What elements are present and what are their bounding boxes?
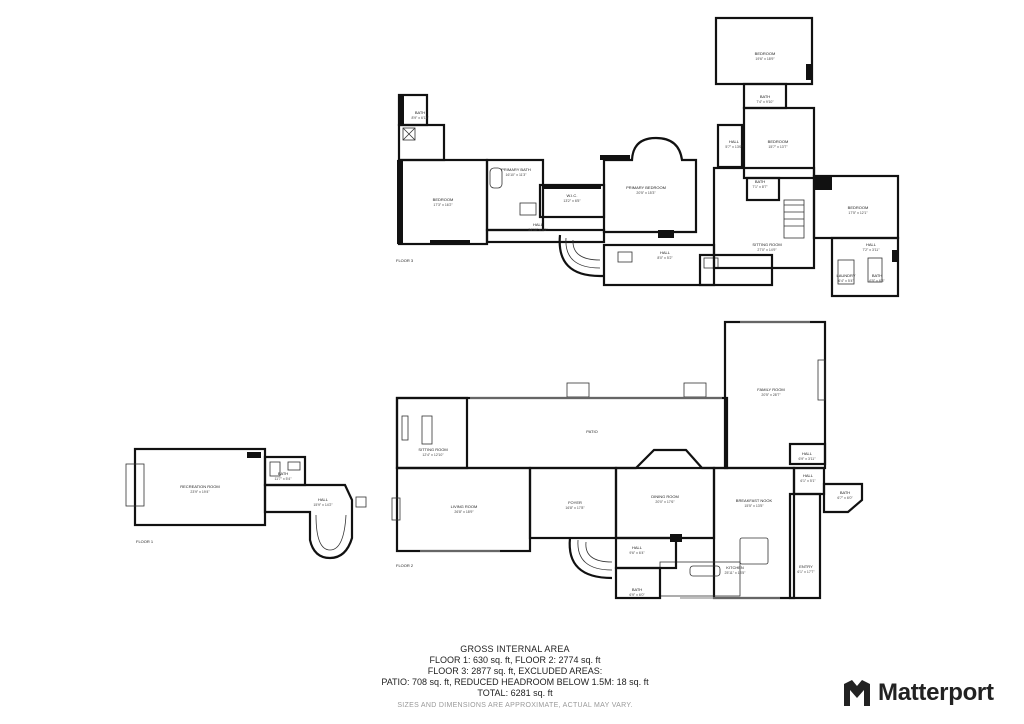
room-dims: 7'4" x 9'10" <box>756 100 774 104</box>
room-dims: 15'5" x 13'5" <box>744 504 764 508</box>
room-dims: 8'0" x 5'2" <box>657 256 673 260</box>
room-label: BREAKFAST NOOK <box>736 498 773 503</box>
room-dims: 20'5" x 28'7" <box>761 393 781 397</box>
summary-title: GROSS INTERNAL AREA <box>460 644 570 654</box>
floor-1-room-labels: RECREATION ROOM 23'9" x 19'4" BATH 11'7"… <box>180 471 333 507</box>
room-label: BEDROOM <box>848 205 869 210</box>
room-dims: 6'4" x 5'4" <box>838 279 854 283</box>
room-label: DINING ROOM <box>651 494 679 499</box>
room-dims: 7'2" x 3'11" <box>863 248 881 252</box>
room-dims: 12'4" x 12'10" <box>422 453 444 457</box>
room-label: LIVING ROOM <box>451 504 478 509</box>
room-label: BATH <box>632 587 642 592</box>
room-label: BATH <box>278 471 288 476</box>
floor-2-plan: FLOOR 2 <box>391 320 864 600</box>
floor-3-label: FLOOR 3 <box>396 258 414 263</box>
floor-2-room-labels: PATIO SITTING ROOM 12'4" x 12'10" LIVING… <box>418 387 853 597</box>
room-dims: 9'6" x 6'4" <box>629 551 645 555</box>
room-dims: 16'8" x 17'8" <box>565 506 585 510</box>
room-dims: 17'5" x 12'1" <box>848 211 868 215</box>
summary-line-3: PATIO: 708 sq. ft, REDUCED HEADROOM BELO… <box>381 677 649 687</box>
room-label: FAMILY ROOM <box>757 387 784 392</box>
floor-1-label: FLOOR 1 <box>136 539 154 544</box>
room-label: ENTRY <box>799 564 813 569</box>
room-dims: 7'1" x 8'7" <box>752 185 768 189</box>
floor-3-room-labels: BEDROOM 19'6" x 18'9" BATH 7'4" x 9'10" … <box>412 51 886 283</box>
room-dims: 17'3" x 16'2" <box>433 203 453 207</box>
room-label: BATH <box>415 110 425 115</box>
room-dims: 8'9" x 6'11" <box>412 116 430 120</box>
room-dims: 23'9" x 19'4" <box>190 490 210 494</box>
matterport-logo-icon <box>844 680 870 706</box>
room-label: HALL <box>729 139 740 144</box>
room-dims: 26'8" x 18'9" <box>454 510 474 514</box>
room-label: HALL <box>318 497 329 502</box>
room-label: HALL <box>660 250 671 255</box>
room-dims: 13'2" x 6'5" <box>563 199 581 203</box>
room-dims: 5'7" x 13'6" <box>725 145 743 149</box>
room-dims: 11'7" x 5'4" <box>275 477 293 481</box>
room-label: LAUNDRY <box>836 273 855 278</box>
room-dims: 25'11" x 13'5" <box>725 571 747 575</box>
room-dims: 6'7" x 6'0" <box>837 496 853 500</box>
room-label: BEDROOM <box>768 139 789 144</box>
room-dims: 6'5" x 6'3" <box>869 279 885 283</box>
brand-name: Matterport <box>878 679 994 706</box>
room-label: BEDROOM <box>755 51 776 56</box>
room-dims: 6'9" x 3'11" <box>799 457 817 461</box>
room-label: BATH <box>760 94 770 99</box>
room-label: HALL <box>803 473 814 478</box>
room-label: PATIO <box>586 429 597 434</box>
summary-total: TOTAL: 6281 sq. ft <box>477 688 553 698</box>
room-dims: 24'10" x 4'2" <box>528 228 548 232</box>
room-label: SITTING ROOM <box>418 447 447 452</box>
room-label: BEDROOM <box>433 197 454 202</box>
room-label: HALL <box>533 222 544 227</box>
room-dims: 19'6" x 18'9" <box>755 57 775 61</box>
room-dims: 20'0" x 17'6" <box>655 500 675 504</box>
floor-3-plan: FLOOR 3 <box>396 16 900 298</box>
room-label: HALL <box>866 242 877 247</box>
room-label: HALL <box>632 545 643 550</box>
room-label: KITCHEN <box>726 565 744 570</box>
floor-2-label: FLOOR 2 <box>396 563 414 568</box>
room-dims: 15'9" x 14'2" <box>313 503 333 507</box>
room-label: BATH <box>872 273 882 278</box>
room-dims: 6'1" x 5'1" <box>800 479 816 483</box>
room-label: PRIMARY BATH <box>501 167 531 172</box>
room-dims: 16'10" x 11'3" <box>506 173 528 177</box>
room-label: HALL <box>802 451 813 456</box>
room-label: FOYER <box>568 500 582 505</box>
summary-line-1: FLOOR 1: 630 sq. ft, FLOOR 2: 2774 sq. f… <box>429 655 601 665</box>
summary-disclaimer: SIZES AND DIMENSIONS ARE APPROXIMATE, AC… <box>397 702 633 709</box>
floor-1-plan: FLOOR 1 <box>125 447 367 560</box>
room-label: W.I.C. <box>567 193 578 198</box>
room-dims: 6'1" x 17'7" <box>797 570 815 574</box>
room-label: SITTING ROOM <box>752 242 781 247</box>
summary-line-2: FLOOR 3: 2877 sq. ft, EXCLUDED AREAS: <box>427 666 603 676</box>
gross-internal-area-summary: GROSS INTERNAL AREA FLOOR 1: 630 sq. ft,… <box>360 644 670 711</box>
room-dims: 6'9" x 6'0" <box>629 593 645 597</box>
room-dims: 20'5" x 15'3" <box>636 191 656 195</box>
room-label: PRIMARY BEDROOM <box>626 185 666 190</box>
room-label: RECREATION ROOM <box>180 484 219 489</box>
room-label: BATH <box>840 490 850 495</box>
matterport-logo: Matterport <box>842 676 994 710</box>
room-dims: 27'0" x 14'9" <box>757 248 777 252</box>
room-label: BATH <box>755 179 765 184</box>
room-dims: 15'7" x 13'7" <box>768 145 788 149</box>
